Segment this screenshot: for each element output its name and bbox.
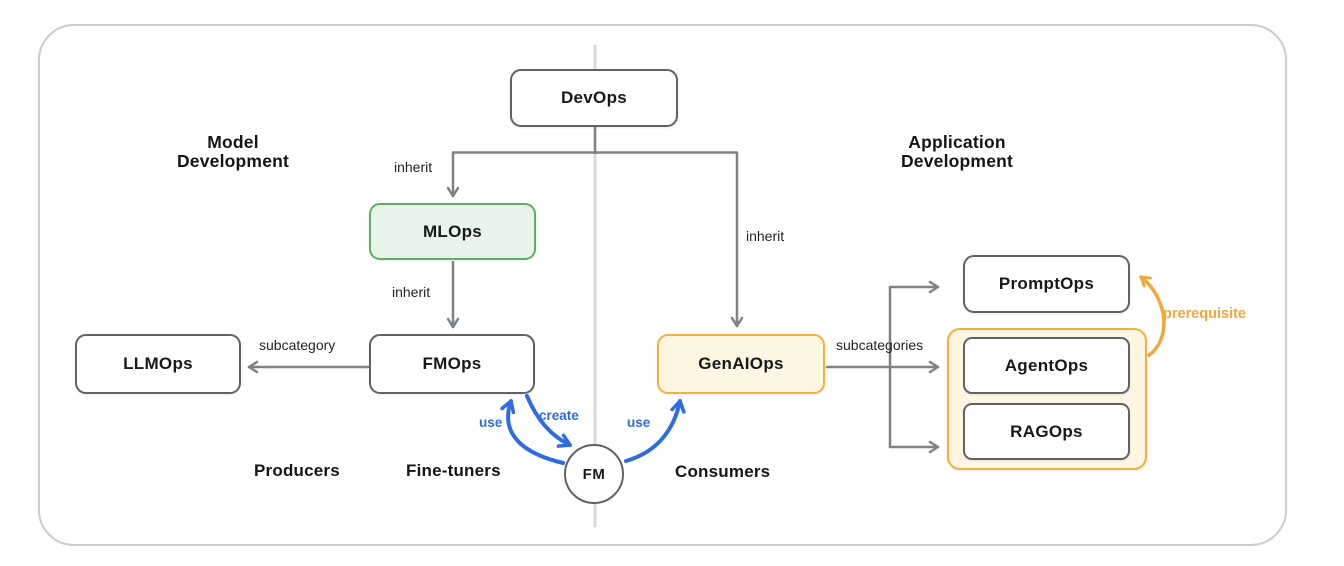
edge-label-use-left: use: [479, 415, 503, 430]
edge-label-inherit-mid: inherit: [392, 284, 431, 300]
node-mlops: MLOps: [369, 203, 536, 260]
node-genaiops: GenAIOps: [657, 334, 825, 394]
role-label-producers: Producers: [254, 461, 340, 480]
edge-label-create: create: [539, 408, 579, 423]
node-devops: DevOps: [510, 69, 678, 127]
edge-label-use-right: use: [627, 415, 651, 430]
arrow-agentops-prerequisite-promptops: [1139, 275, 1166, 357]
node-fmops: FMOps: [369, 334, 535, 394]
role-label-fine-tuners: Fine-tuners: [406, 461, 501, 480]
edge-label-subcategories: subcategories: [836, 337, 924, 353]
section-label-application-development: Application Development: [900, 132, 1014, 172]
node-fm-circle: FM: [564, 444, 624, 504]
arrow-devops-to-mlops: [446, 151, 598, 198]
edge-label-subcategory: subcategory: [259, 337, 336, 353]
edge-label-inherit-right: inherit: [746, 228, 785, 244]
arrow-fmops-create-fm: [525, 394, 572, 448]
edge-label-prerequisite: prerequisite: [1163, 306, 1246, 322]
arrow-fm-use-fmops: [500, 399, 565, 465]
arrow-devops-to-genaiops: [592, 151, 744, 328]
node-promptops: PromptOps: [963, 255, 1130, 313]
node-ragops: RAGOps: [963, 403, 1130, 460]
node-llmops: LLMOps: [75, 334, 241, 394]
edge-label-inherit-left: inherit: [394, 159, 433, 175]
section-label-model-development: Model Development: [176, 132, 290, 172]
arrow-fm-use-genaiops: [624, 399, 686, 463]
role-label-consumers: Consumers: [675, 462, 771, 481]
node-agentops: AgentOps: [963, 337, 1130, 394]
